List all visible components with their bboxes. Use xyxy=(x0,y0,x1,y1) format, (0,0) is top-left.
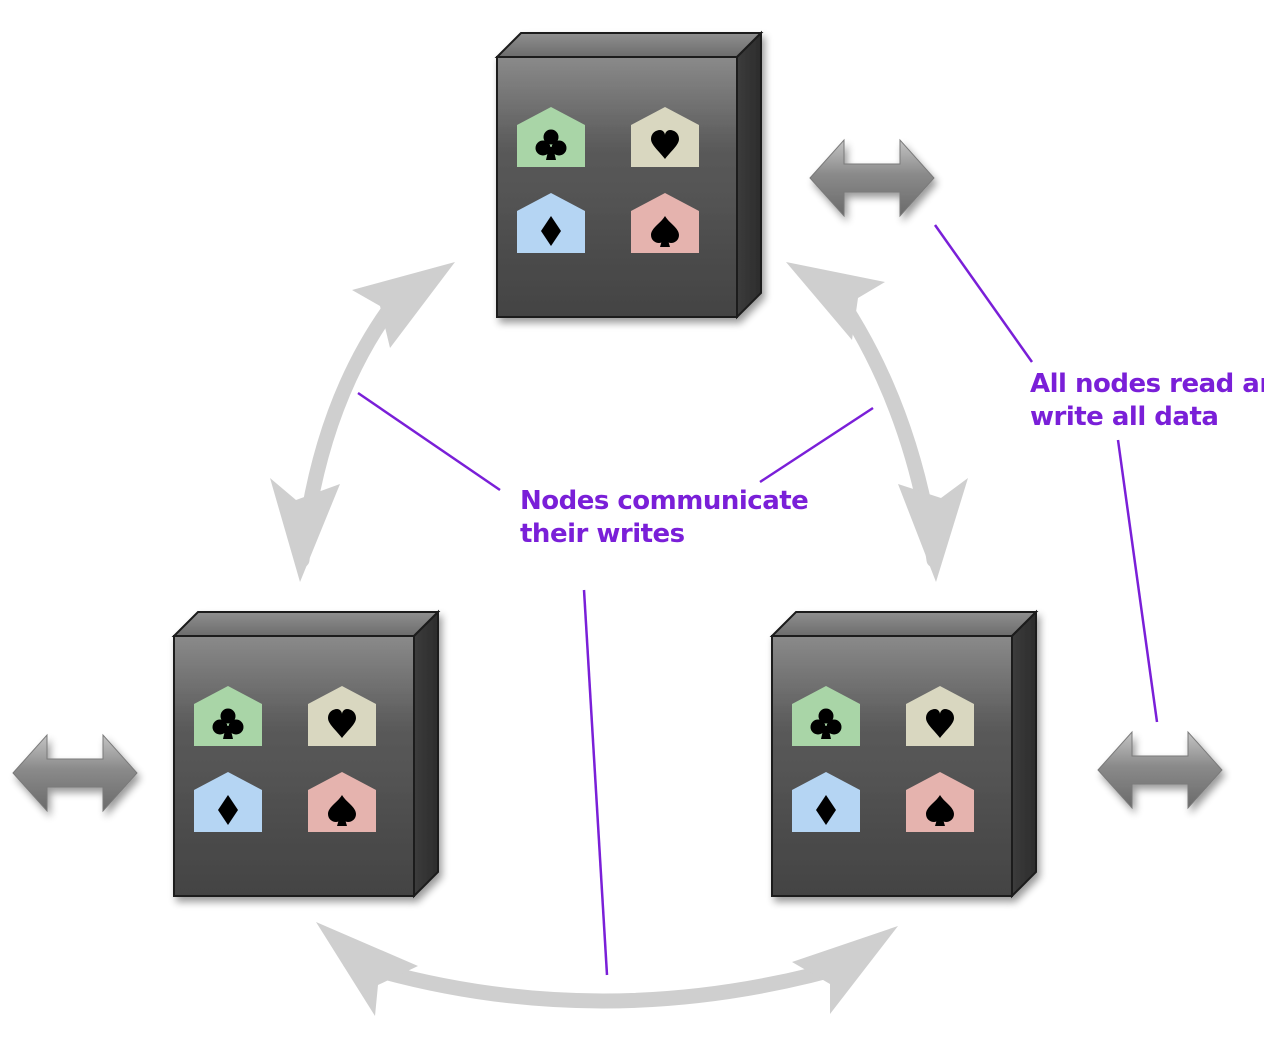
leader-line-client-top xyxy=(933,224,1034,363)
arrowhead-left-top xyxy=(352,262,455,348)
node-bottom-right xyxy=(771,611,1037,897)
leader-line-right-sync xyxy=(759,406,874,484)
annotation-read-write: All nodes read and write all data xyxy=(1030,368,1264,434)
annotation-nodes-communicate: Nodes communicate their writes xyxy=(520,485,809,551)
sync-arrowheads xyxy=(270,262,968,1016)
node-bottom-left xyxy=(173,611,439,897)
node-top xyxy=(496,32,762,318)
client-arrow-left xyxy=(12,734,138,812)
arrowhead-bottom-left xyxy=(316,922,418,1016)
leader-line-client-bottom xyxy=(1116,439,1159,723)
annotation-line: their writes xyxy=(520,519,685,549)
leader-lines xyxy=(357,224,1159,976)
arrowhead-right-bottom xyxy=(898,478,968,582)
annotation-line: Nodes communicate xyxy=(520,486,809,516)
client-arrow-top-right xyxy=(809,139,935,217)
arrowhead-left-bottom xyxy=(270,478,340,582)
annotation-line: write all data xyxy=(1030,402,1219,432)
annotation-line: All nodes read and xyxy=(1030,369,1264,399)
sync-arrow-bottom xyxy=(342,954,868,1009)
leader-line-left-sync xyxy=(357,391,501,492)
client-arrow-right xyxy=(1097,731,1223,809)
arrowhead-bottom-right xyxy=(792,926,898,1014)
leader-line-bottom-sync xyxy=(582,589,609,976)
arrowhead-right-top xyxy=(786,262,885,340)
